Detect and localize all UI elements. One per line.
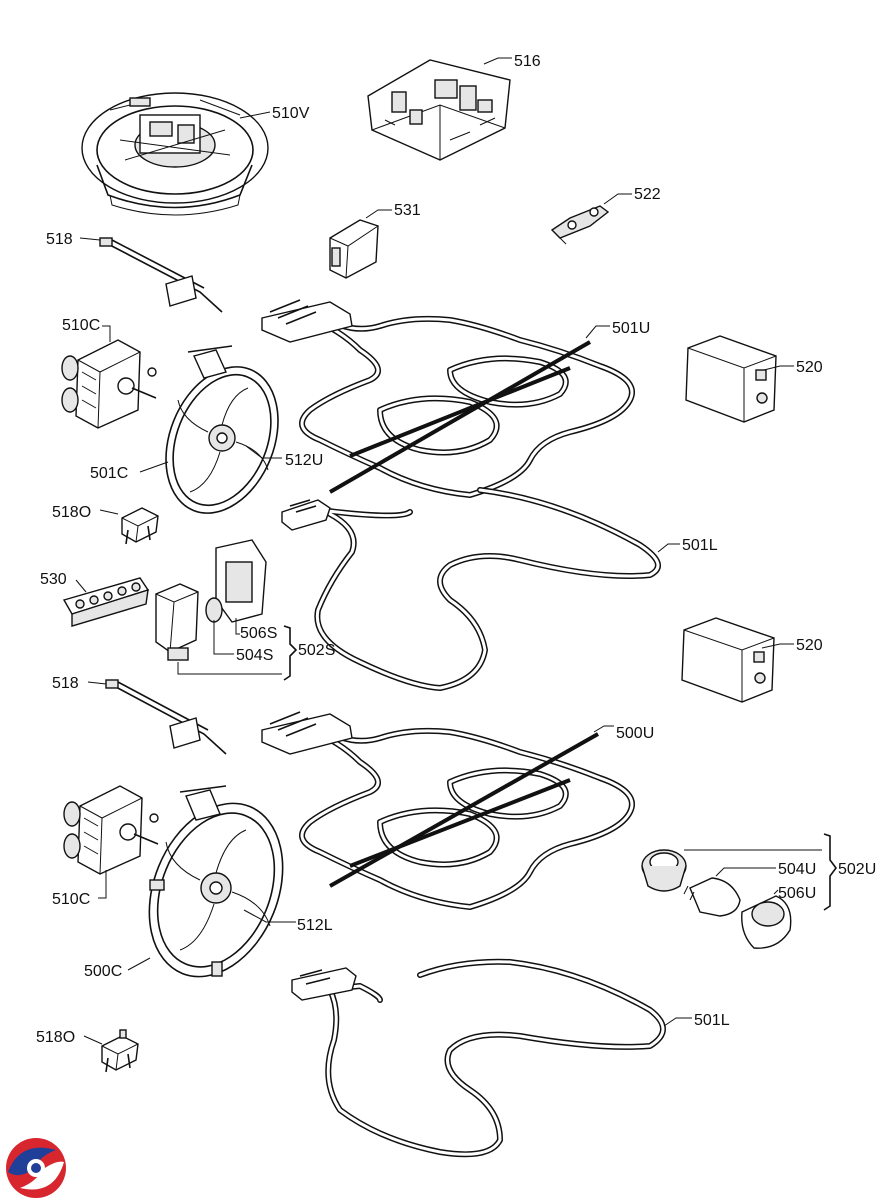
label-501C: 501C: [90, 465, 128, 482]
label-518-upper: 518: [46, 231, 73, 248]
leader-530: [75, 579, 87, 593]
part-512U-fan-upper: [165, 345, 279, 514]
leader-510V: [239, 111, 271, 119]
label-512L: 512L: [297, 917, 333, 934]
brace-502S: [283, 625, 298, 681]
leader-502S-bracket: [177, 662, 282, 675]
label-516: 516: [514, 53, 541, 70]
leader-501U: [585, 325, 610, 339]
leader-500C: [127, 957, 151, 971]
part-516-control-board: [367, 59, 511, 161]
label-518O-lower: 518O: [36, 1029, 75, 1046]
label-506S: 506S: [240, 625, 277, 642]
brand-logo: [6, 1138, 66, 1198]
label-531: 531: [394, 202, 421, 219]
part-530-terminal-strip: [62, 577, 150, 627]
part-522-connector: [550, 205, 610, 245]
part-531-relay-module: [329, 219, 379, 279]
label-520-upper: 520: [796, 359, 823, 376]
label-502S: 502S: [298, 642, 335, 659]
leader-506S: [235, 618, 240, 635]
part-501L-lower-element-lower: [291, 958, 666, 1158]
leader-522: [603, 193, 632, 205]
label-504U: 504U: [778, 861, 816, 878]
leader-520-upper: [763, 365, 794, 371]
part-520-terminal-upper: [685, 335, 777, 423]
label-506U: 506U: [778, 885, 816, 902]
leader-504U: [715, 867, 776, 877]
brace-502U: [823, 833, 837, 911]
part-518O-cutout-lower: [101, 1029, 139, 1073]
leader-512L: [243, 909, 296, 923]
part-512L-fan-lower: [148, 785, 284, 978]
part-501L-lower-element-upper: [281, 487, 661, 691]
leader-518-upper: [79, 237, 101, 241]
leader-520-lower: [761, 643, 794, 649]
leader-518O-lower: [83, 1035, 103, 1045]
leader-531: [365, 209, 392, 219]
leader-506U: [773, 889, 779, 895]
label-502U: 502U: [838, 861, 876, 878]
label-504S: 504S: [236, 647, 273, 664]
leader-518-lower: [87, 681, 107, 685]
part-518-probe-lower: [105, 679, 227, 755]
part-510V-fan-assembly: [81, 92, 269, 216]
leader-501L-lower: [663, 1017, 692, 1027]
label-501U: 501U: [612, 320, 650, 337]
label-501L-lower: 501L: [694, 1012, 730, 1029]
leader-504S: [213, 620, 234, 655]
part-520-terminal-lower: [681, 617, 775, 703]
leader-510C-lower: [98, 870, 107, 899]
part-518O-cutout-upper: [121, 507, 159, 545]
label-512U: 512U: [285, 452, 323, 469]
leader-512U: [245, 445, 282, 459]
part-501U-grill-element: [261, 299, 635, 498]
leader-510C-upper: [102, 325, 111, 342]
part-510C-motor-upper: [61, 339, 157, 429]
label-518O-upper: 518O: [52, 504, 91, 521]
part-500U-grill-element: [261, 711, 635, 910]
label-510V: 510V: [272, 105, 310, 122]
part-502U-lamp-assembly: [641, 849, 792, 949]
label-522: 522: [634, 186, 661, 203]
part-510C-motor-lower: [63, 785, 159, 875]
label-510C-upper: 510C: [62, 317, 100, 334]
label-530: 530: [40, 571, 67, 588]
label-518-lower: 518: [52, 675, 79, 692]
label-520-lower: 520: [796, 637, 823, 654]
leader-516: [483, 57, 512, 65]
label-501L-upper: 501L: [682, 537, 718, 554]
label-500U: 500U: [616, 725, 654, 742]
leader-501C: [139, 461, 169, 473]
leader-500U: [593, 725, 614, 733]
label-510C-lower: 510C: [52, 891, 90, 908]
part-518-probe-upper: [99, 237, 223, 313]
leader-501L-upper: [657, 543, 680, 553]
label-500C: 500C: [84, 963, 122, 980]
leader-518O-upper: [99, 509, 119, 515]
part-502S-lamp-assembly: [155, 539, 267, 661]
